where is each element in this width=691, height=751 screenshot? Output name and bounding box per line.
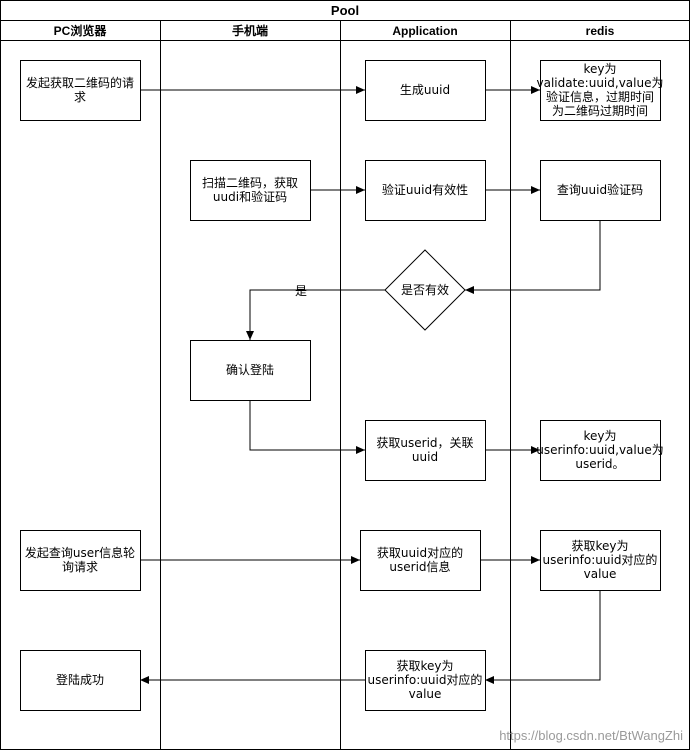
process-box bbox=[360, 530, 481, 591]
process-box bbox=[20, 650, 141, 711]
node-is_valid: 是否有效 bbox=[384, 249, 466, 331]
node-text-line: 获取key为 bbox=[571, 539, 628, 553]
node-text-line: userinfo:uuid对应的 bbox=[368, 672, 483, 687]
process-box bbox=[540, 160, 661, 221]
process-box bbox=[20, 530, 141, 591]
node-redis_set_validate: key为validate:uuid,value为验证信息，过期时间为二维码过期时… bbox=[537, 60, 664, 121]
node-text-line: key为 bbox=[583, 62, 616, 76]
process-box bbox=[365, 60, 486, 121]
node-text-line: 查询uuid验证码 bbox=[557, 182, 643, 197]
node-text-line: userid。 bbox=[575, 457, 624, 471]
node-text-line: 发起获取二维码的请 bbox=[26, 75, 134, 90]
node-text-line: 生成uuid bbox=[400, 83, 450, 97]
node-text-line: uudi和验证码 bbox=[213, 189, 287, 204]
watermark: https://blog.csdn.net/BtWangZhi bbox=[499, 728, 683, 743]
process-box bbox=[365, 160, 486, 221]
lane-title-pc: PC浏览器 bbox=[54, 23, 108, 38]
node-text-line: userinfo:uuid对应的 bbox=[543, 552, 658, 567]
edge-redis_get_userinfo-to-app_return_value bbox=[485, 590, 601, 684]
node-query_uuid_code: 查询uuid验证码 bbox=[540, 160, 661, 221]
node-verify_uuid: 验证uuid有效性 bbox=[365, 160, 486, 221]
decision-diamond bbox=[384, 249, 466, 331]
process-box bbox=[540, 530, 661, 591]
process-box bbox=[540, 420, 661, 481]
process-box bbox=[20, 60, 141, 121]
node-text-line: 扫描二维码，获取 bbox=[202, 176, 298, 190]
node-text-line: userinfo:uuid,value为 bbox=[536, 443, 663, 457]
node-confirm_login: 确认登陆 bbox=[190, 340, 311, 401]
node-text-line: 为二维码过期时间 bbox=[552, 104, 648, 118]
lane-title-mobile: 手机端 bbox=[232, 23, 268, 38]
node-text-line: 获取key为 bbox=[396, 659, 453, 673]
node-text-line: 是否有效 bbox=[401, 282, 449, 297]
process-box bbox=[190, 160, 311, 221]
node-text-line: 验证信息，过期时间 bbox=[546, 89, 654, 104]
node-text-line: 获取userid，关联 bbox=[376, 436, 473, 450]
node-text-line: 登陆成功 bbox=[56, 672, 104, 687]
process-box bbox=[540, 60, 661, 121]
edge-confirm_login-to-get_userid bbox=[249, 400, 365, 454]
node-text-line: value bbox=[409, 687, 442, 701]
edges-layer: 是 bbox=[140, 86, 601, 684]
process-box bbox=[365, 650, 486, 711]
node-text-line: uuid bbox=[412, 450, 438, 464]
node-text-line: 确认登陆 bbox=[226, 362, 274, 377]
node-text-line: userid信息 bbox=[389, 559, 450, 574]
nodes-layer: 发起获取二维码的请求生成uuidkey为validate:uuid,value为… bbox=[20, 60, 664, 711]
node-text-line: key为 bbox=[583, 429, 616, 443]
node-text-line: 验证uuid有效性 bbox=[382, 182, 468, 197]
edge-query_uuid_code-to-is_valid bbox=[465, 220, 601, 294]
node-login_success: 登陆成功 bbox=[20, 650, 141, 711]
node-text-line: 获取uuid对应的 bbox=[377, 545, 463, 560]
node-text-line: value bbox=[584, 567, 617, 581]
pool-title: Pool bbox=[331, 3, 359, 18]
node-gen_uuid: 生成uuid bbox=[365, 60, 486, 121]
node-text-line: 发起查询user信息轮 bbox=[25, 545, 135, 560]
edge-label-e6: 是 bbox=[295, 284, 307, 298]
edge-is_valid-to-confirm_login bbox=[246, 289, 385, 340]
lane-title-redis: redis bbox=[586, 24, 615, 38]
node-text-line: validate:uuid,value为 bbox=[537, 76, 664, 90]
node-text-line: 询请求 bbox=[62, 560, 98, 574]
node-text-line: 求 bbox=[74, 90, 86, 104]
process-box bbox=[365, 420, 486, 481]
lane-title-application: Application bbox=[392, 24, 457, 38]
process-box bbox=[190, 340, 311, 401]
